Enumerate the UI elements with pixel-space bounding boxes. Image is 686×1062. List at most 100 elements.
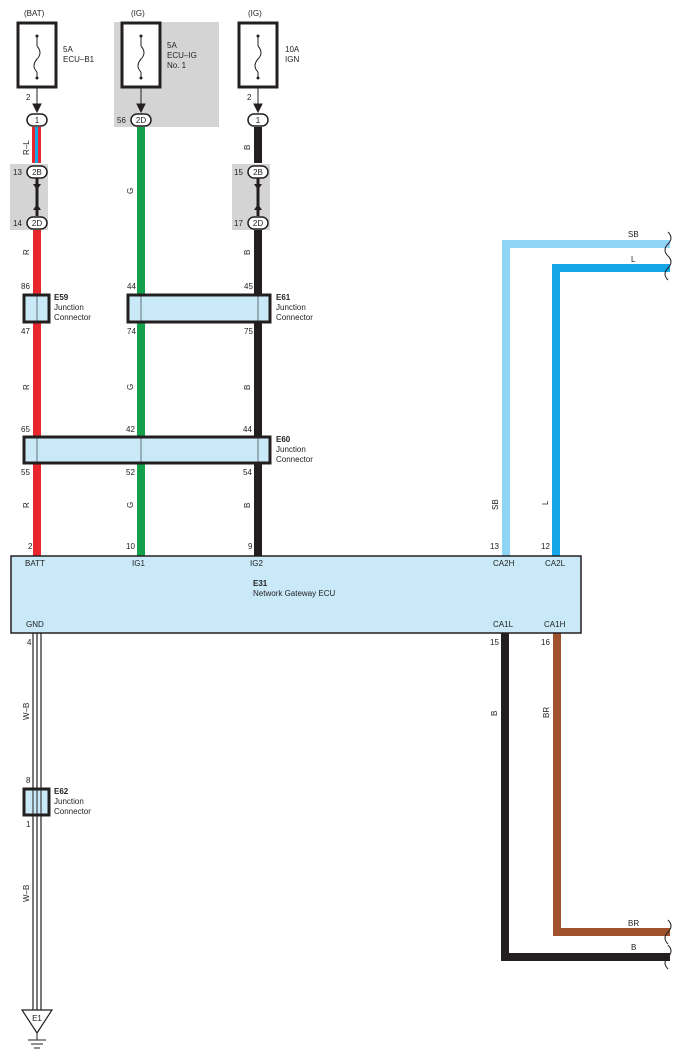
junction-pin: 54 (243, 468, 252, 477)
wire-can1-brown (553, 633, 670, 936)
junction-pin: 1 (26, 820, 31, 829)
junction-desc: Connector (276, 313, 313, 322)
ecu-pin-num: 10 (126, 542, 135, 551)
fuse-output-pin: 2 (247, 93, 252, 102)
wire-label-black: B (243, 385, 252, 390)
junction-pin: 52 (126, 468, 135, 477)
wire-label-green: G (126, 188, 135, 194)
wire-label-green: G (126, 502, 135, 508)
junction-desc: Junction (276, 303, 306, 312)
wire-label-red: R (22, 249, 31, 255)
inline-code: 2B (32, 168, 42, 177)
wire-label-black: B (243, 250, 252, 255)
ecu-pin-num: 2 (28, 542, 33, 551)
fuse-name: ECU–IG (167, 51, 197, 60)
inline-pin: 15 (234, 168, 243, 177)
break-mark-sb (664, 231, 672, 257)
ecu-pin-num: 16 (541, 638, 550, 647)
ecu-e31-box (10, 555, 582, 634)
fuse-name-line2: No. 1 (167, 61, 187, 70)
ecu-pin-num: 15 (490, 638, 499, 647)
junction-pin: 42 (126, 425, 135, 434)
junction-pin: 86 (21, 282, 30, 291)
wire-label-sky-blue-end: SB (628, 230, 639, 239)
junction-pin: 8 (26, 776, 31, 785)
wire-label-lower-brown: BR (542, 707, 551, 718)
ecu-pin-num: 9 (248, 542, 253, 551)
junction-pin: 55 (21, 468, 30, 477)
fuse-source-label: (IG) (131, 9, 145, 18)
wire-label-gnd: W–B (22, 703, 31, 720)
junction-desc: Junction (276, 445, 306, 454)
ecu-pin-label: IG2 (250, 559, 263, 568)
ecu-pin-label: BATT (25, 559, 45, 568)
connector-pin: 56 (117, 116, 126, 125)
ecu-name: Network Gateway ECU (253, 589, 335, 598)
wire-label-black: B (243, 145, 252, 150)
wire-label-black-end: B (631, 943, 636, 952)
ground-symbol (20, 1009, 54, 1049)
fuse-amps: 5A (63, 45, 73, 54)
junction-id: E62 (54, 787, 69, 796)
wire-label-sky-blue: SB (491, 499, 500, 510)
wire-label-black: B (243, 503, 252, 508)
wire-can2-sky-blue (502, 240, 670, 556)
break-mark-br (664, 919, 672, 945)
ecu-pin-label: CA1H (544, 620, 566, 629)
junction-desc: Connector (54, 313, 91, 322)
break-mark-b (664, 944, 672, 970)
connector-code: 1 (35, 116, 40, 125)
ecu-pin-num: 4 (27, 638, 32, 647)
wire-label-red: R (22, 384, 31, 390)
fuse-name: ECU–B1 (63, 55, 95, 64)
wire-label-bat-top: R–L (22, 140, 31, 155)
wire-can2-blue (552, 264, 670, 556)
junction-id: E59 (54, 293, 69, 302)
fuse-amps: 10A (285, 45, 300, 54)
wire-label-red: R (22, 502, 31, 508)
junction-pin: 44 (127, 282, 136, 291)
junction-desc: Junction (54, 797, 84, 806)
ground-id: E1 (32, 1014, 42, 1023)
wire-can1-black (501, 633, 670, 961)
inline-connector-bat (26, 165, 48, 230)
wire-ground-w-b (32, 633, 42, 1010)
wire-label-lower-black: B (490, 711, 499, 716)
ecu-pin-label: IG1 (132, 559, 145, 568)
ecu-pin-num: 13 (490, 542, 499, 551)
fuse-source-label: (BAT) (24, 9, 45, 18)
junction-pin: 75 (244, 327, 253, 336)
junction-desc: Junction (54, 303, 84, 312)
junction-desc: Connector (54, 807, 91, 816)
junction-pin: 65 (21, 425, 30, 434)
inline-code: 2D (253, 219, 263, 228)
junction-e61 (126, 293, 272, 324)
junction-id: E60 (276, 435, 291, 444)
break-mark-l (664, 255, 672, 281)
junction-pin: 74 (127, 327, 136, 336)
wire-label-blue-end: L (631, 255, 636, 264)
fuse-amps: 5A (167, 41, 177, 50)
inline-pin: 17 (234, 219, 243, 228)
junction-desc: Connector (276, 455, 313, 464)
ecu-pin-num: 12 (541, 542, 550, 551)
junction-pin: 45 (244, 282, 253, 291)
fuse-output-pin: 2 (26, 93, 31, 102)
ecu-pin-label: CA2L (545, 559, 566, 568)
fuse-ign: (IG) 10A IGN (237, 9, 300, 89)
wire-label-green: G (126, 384, 135, 390)
inline-code: 2B (253, 168, 263, 177)
fuse-connector-ovals (26, 113, 269, 127)
wire-label-gnd: W–B (22, 885, 31, 902)
fuse-name: IGN (285, 55, 299, 64)
ecu-pin-label: GND (26, 620, 44, 629)
inline-connector-ign (247, 165, 269, 230)
junction-e59 (22, 293, 51, 324)
fuse-output-leads (32, 87, 263, 114)
junction-pin: 44 (243, 425, 252, 434)
ecu-pin-label: CA2H (493, 559, 515, 568)
inline-pin: 13 (13, 168, 22, 177)
wire-bat-r-l (32, 127, 41, 163)
ecu-id: E31 (253, 579, 268, 588)
